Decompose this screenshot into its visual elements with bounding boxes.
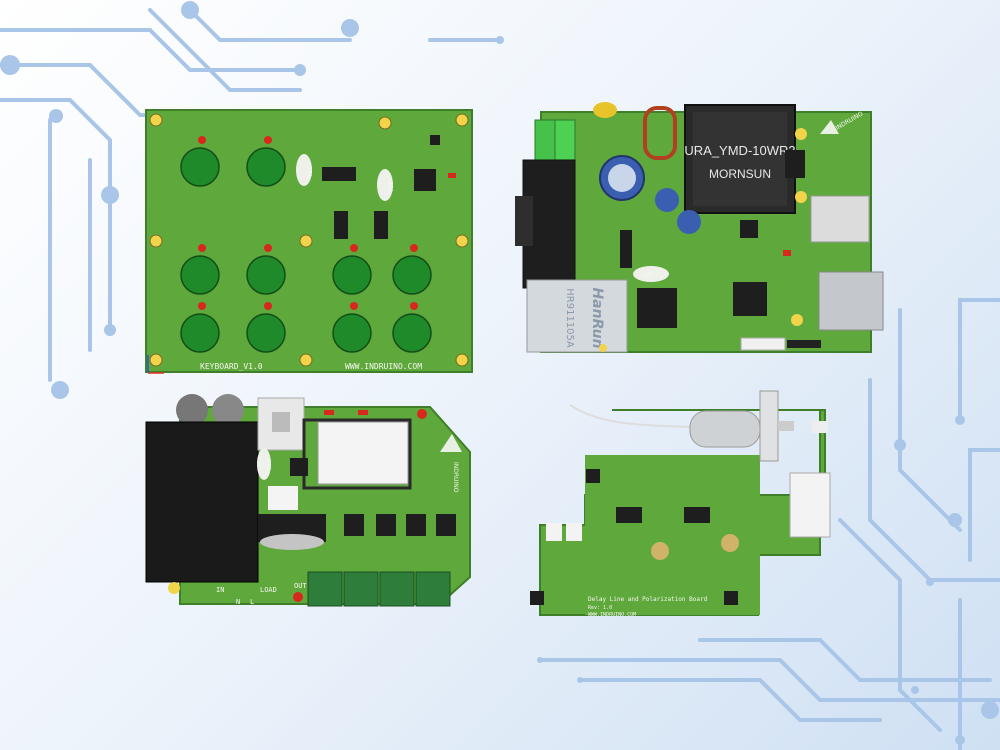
dcdc-brand: MORNSUN (709, 167, 771, 181)
keyboard-rotated-label: ABL (305, 166, 313, 179)
keyboard-silkscreen-title: KEYBOARD_V1.0 (200, 362, 263, 371)
relay-rotated-label: ABL (264, 459, 272, 472)
push-buttons (180, 147, 432, 353)
controller-rotated-label: ABL (641, 271, 654, 279)
delay-line-board: Delay Line and Polarization Board Rev: 1… (530, 390, 831, 618)
terminal-load-label: LOAD (260, 586, 277, 594)
delay-board-website: WWW.INDRUINO.COM (588, 612, 636, 618)
rj45-part: HR911105A (564, 288, 575, 348)
keyboard-rotated-label-2: ABL (386, 181, 394, 194)
controller-board: URA_YMD-10WR3 MORNSUN HanRun HR911105A A… (515, 102, 884, 353)
keyboard-website: WWW.INDRUINO.COM (345, 362, 422, 371)
terminal-n-label: N (236, 598, 240, 606)
terminal-l-label: L (250, 598, 254, 606)
dcdc-model: URA_YMD-10WR3 (684, 143, 795, 158)
delay-board-title: Delay Line and Polarization Board (588, 596, 708, 603)
rj45-brand: HanRun (589, 287, 605, 348)
relay-brand-logo: INDRUINO (452, 462, 459, 493)
relay-board: ABL INDRUINO OUT IN N L LOAD (145, 394, 471, 607)
delay-board-rev: Rev: 1.0 (588, 605, 612, 611)
keyboard-board: ABL ABL KEYBOARD_V1.0 WWW.INDRUINO.COM (145, 109, 473, 374)
terminal-in-label: IN (216, 586, 224, 594)
terminal-out-label: OUT (294, 582, 307, 590)
